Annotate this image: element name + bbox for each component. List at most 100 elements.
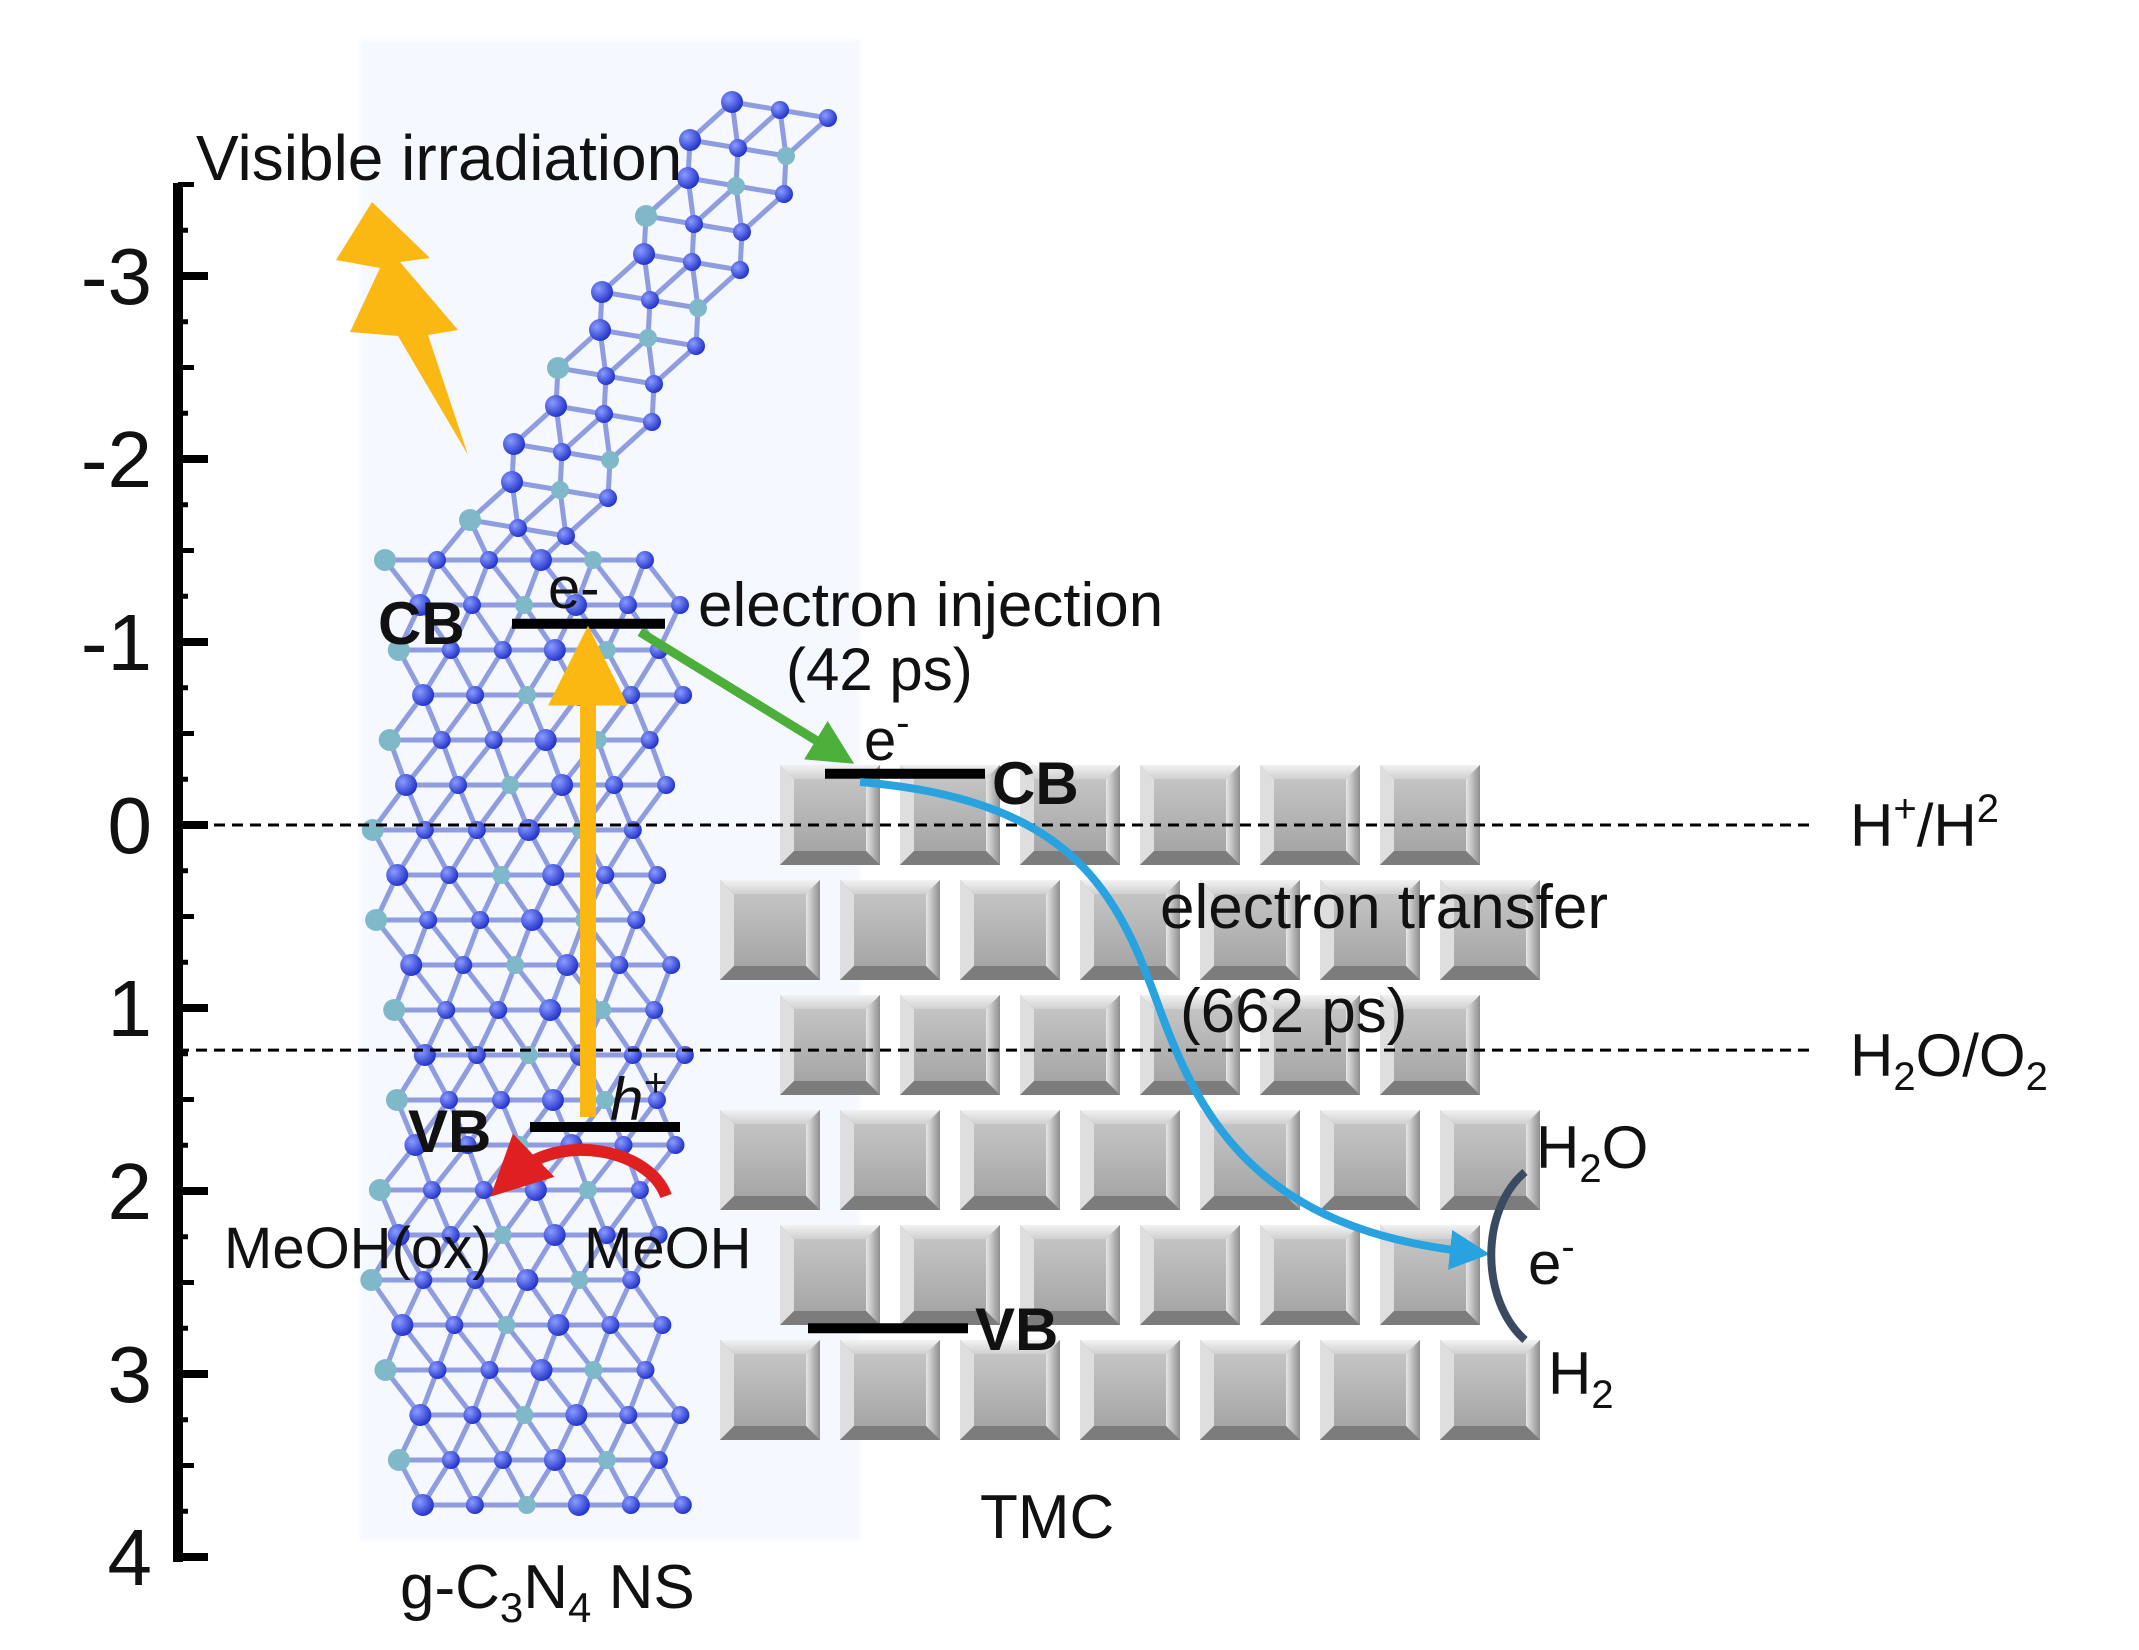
cube-bevel-left [1380,1225,1394,1325]
cube-bevel-bottom [1080,1196,1180,1210]
hole-label: h+ [610,1061,667,1133]
cube-bevel-top [1260,995,1360,1009]
network-node [733,223,751,241]
cube-bevel-left [780,765,794,865]
cube-bevel-right [806,1340,820,1440]
network-node [368,1179,391,1201]
network-bond [648,260,694,302]
network-bond [626,1413,661,1462]
network-node [400,954,423,976]
cube-bevel-right [1466,765,1480,865]
network-node [391,1314,414,1336]
tmc-cube [900,995,1000,1095]
network-bond [487,558,526,607]
cube-bevel-top [1440,1340,1540,1354]
cube-bevel-bottom [780,851,880,865]
network-node [518,686,537,704]
cube-face [854,1124,926,1196]
cube-bevel-bottom [840,966,940,980]
hh2-h: H [1850,792,1893,859]
network-bond [637,1143,678,1192]
network-node [534,729,557,751]
network-bond [487,1368,527,1417]
network-node [595,1091,614,1109]
cube-bevel-left [960,1340,974,1440]
network-bond [608,1323,648,1372]
network-node [570,1271,589,1289]
tmc-cube [1440,1110,1540,1210]
cube-face [1034,1009,1106,1081]
network-node [547,357,569,379]
transfer-time-label: (662 ps) [1180,977,1407,1046]
cube-bevel-top [1080,1340,1180,1354]
cube-bevel-right [986,995,1000,1095]
tmc-cube [900,1225,1000,1325]
network-node [374,1359,397,1381]
network-bond [473,1278,509,1327]
network-node [551,774,574,796]
cube-bevel-right [1286,880,1300,980]
network-node [671,596,690,614]
tmc-cube [780,765,880,865]
cube-face [1274,779,1346,851]
cube-bevel-bottom [1320,1196,1420,1210]
network-node [543,1224,566,1246]
network-node [480,551,498,569]
cube-bevel-left [1200,880,1214,980]
cube-bevel-top [960,1340,1060,1354]
network-node [541,1089,564,1111]
network-bond [736,108,782,150]
network-node [530,1359,553,1381]
network-node [641,291,659,309]
cube-bevel-right [1406,1340,1420,1440]
cube-bevel-bottom [1380,1311,1480,1325]
network-node [454,956,473,974]
cube-bevel-bottom [900,1311,1000,1325]
network-node [584,1361,603,1379]
network-node [673,1496,692,1514]
cube-bevel-bottom [1260,851,1360,865]
cube-bevel-top [1140,995,1240,1009]
network-bond [496,1008,531,1057]
network-node [619,1406,638,1424]
network-node [597,367,615,385]
cube-bevel-top [900,995,1000,1009]
cube-bevel-top [840,1110,940,1124]
tmc-cube [840,1110,940,1210]
network-bond [612,738,652,787]
cube-bevel-top [1020,1225,1120,1239]
ho2-h: H [1850,1022,1893,1089]
network-node [584,551,602,569]
network-node [578,1181,597,1199]
cube-face [734,1124,806,1196]
hydrogen-sub: 2 [1591,1373,1613,1417]
tmc-electron-e: e [864,708,896,773]
network-node [543,1449,566,1471]
cube-bevel-bottom [1020,1311,1120,1325]
tmc-cube [1260,1225,1360,1325]
cube-bevel-bottom [1440,966,1540,980]
network-node [636,551,654,569]
network-node [365,909,388,931]
cube-bevel-left [1440,1110,1454,1210]
tmc-cube [960,880,1060,980]
network-bond [600,1008,635,1057]
network-node [597,641,616,659]
hh2-sup2: 2 [1977,787,1999,831]
cube-bevel-bottom [840,1196,940,1210]
network-node [542,864,565,886]
cube-bevel-left [900,995,914,1095]
cube-face [1394,779,1466,851]
cube-bevel-left [1320,880,1334,980]
cube-bevel-bottom [1080,966,1180,980]
network-bond [461,963,501,1012]
tmc-cube [780,1225,880,1325]
cube-bevel-top [780,995,880,1009]
tmc-cube [1260,765,1360,865]
network-node [492,866,511,884]
network-bond [491,693,530,742]
network-node [437,1001,456,1019]
network-node [428,1361,447,1379]
cube-bevel-top [1020,995,1120,1009]
